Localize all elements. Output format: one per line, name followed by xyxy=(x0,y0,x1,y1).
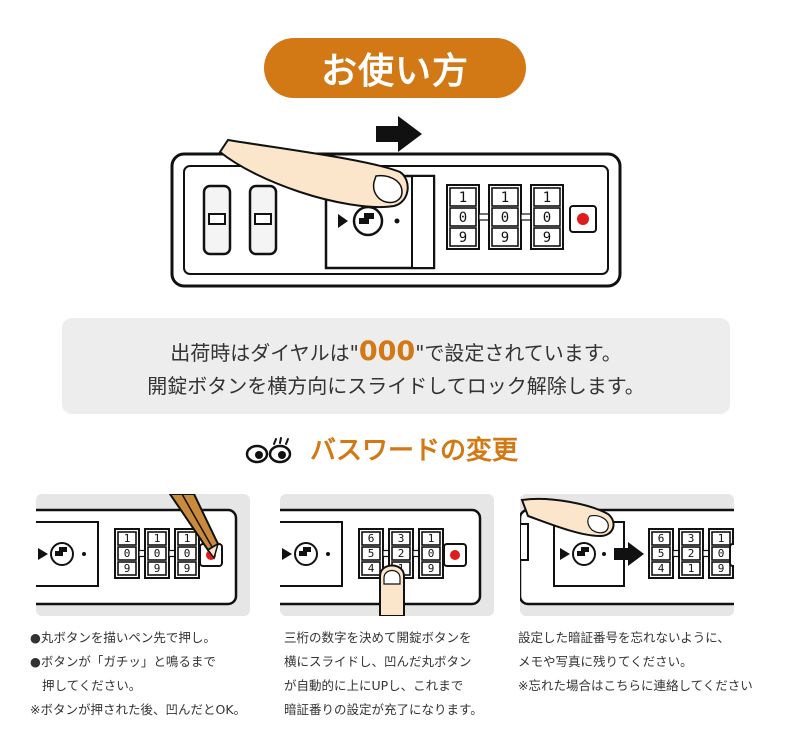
dial-digit: 3 xyxy=(688,532,695,545)
dial-digit: 3 xyxy=(398,532,405,545)
dial-digit: 6 xyxy=(658,532,665,545)
dial-digit: 1 xyxy=(184,532,191,545)
step-2-line-2: 横にスライドし、凹んだ丸ボタン xyxy=(284,654,472,669)
note-line-1: 出荷時はダイヤルは"000"で設定されています。 xyxy=(62,336,730,369)
slide-arrow-icon xyxy=(376,116,422,152)
step-3-illustration: 6 5 4 3 2 1 1 0 9 xyxy=(520,497,734,606)
dial-digit: 0 xyxy=(154,547,161,560)
dial-digit: 1 xyxy=(688,562,695,575)
step-2-line-3: が自動的に上にUPし、これまで xyxy=(284,678,464,693)
dial-digit: 1 xyxy=(718,532,725,545)
step-panel-3: 6 5 4 3 2 1 1 0 9 xyxy=(520,494,734,616)
keyhole-icon xyxy=(352,205,384,237)
step-1-line-1: ●丸ボタンを描いペン先で押し。 xyxy=(30,630,216,645)
dial-digit: 0 xyxy=(718,547,725,560)
combination-wheels: 1 0 9 1 0 9 1 0 9 xyxy=(446,184,564,250)
reset-button xyxy=(569,205,597,233)
page-title-text: お使い方 xyxy=(320,51,469,92)
dial-digit: 4 xyxy=(658,562,665,575)
note-line-2: 開錠ボタンを横方向にスライドしてロック解除します。 xyxy=(147,374,645,398)
dial-digit: 2 xyxy=(398,547,405,560)
dial-digit: 1 xyxy=(501,190,509,206)
dial-digit: 1 xyxy=(543,190,551,206)
slide-arrow-icon xyxy=(614,542,644,566)
main-lock-illustration: 1 0 9 1 0 9 1 0 9 xyxy=(170,116,622,288)
dial-digit: 0 xyxy=(124,547,131,560)
step-3-line-3: ※忘れた場合はこちらに連絡してください xyxy=(518,678,753,693)
dial-digit: 1 xyxy=(428,532,435,545)
step-1-text: ●丸ボタンを描いペン先で押し。 ●ボタンが「ガチッ」と鳴るまで 押してください。… xyxy=(30,626,276,722)
dial-digit: 5 xyxy=(658,547,665,560)
dial-digit: 5 xyxy=(368,547,375,560)
step-1-line-3: 押してください。 xyxy=(42,678,142,693)
step-2-line-1: 三桁の数字を決めて開錠ボタンを xyxy=(284,630,472,645)
lock-hinge-left xyxy=(202,184,232,256)
step-1-line-4: ※ボタンが押された後、凹んだとOK。 xyxy=(30,702,247,717)
finger-illustration xyxy=(218,138,409,209)
dial-digit: 9 xyxy=(543,230,551,246)
dial-digit: 0 xyxy=(428,547,435,560)
pen-icon xyxy=(168,494,220,560)
page-title: お使い方 xyxy=(264,38,526,98)
step-3-line-2: メモや写真に残りてください。 xyxy=(518,654,693,669)
eyes-icon xyxy=(245,437,292,464)
dial-digit: 9 xyxy=(718,562,725,575)
dial-digit: 6 xyxy=(368,532,375,545)
default-code: 000 xyxy=(358,336,416,367)
step-panel-1: 1 0 9 1 0 9 1 0 9 xyxy=(36,494,250,616)
dial-digit: 1 xyxy=(154,532,161,545)
step-2-line-4: 暗証番りの設定が充了になります。 xyxy=(284,702,483,717)
dial-digit: 9 xyxy=(124,562,131,575)
step-3-line-1: 設定した暗証番号を忘れないように、 xyxy=(518,630,730,645)
dial-digit: 0 xyxy=(501,210,509,226)
step-1-line-2: ●ボタンが「ガチッ」と鳴るまで xyxy=(30,654,216,669)
step-2-text: 三桁の数字を決めて開錠ボタンを 横にスライドし、凹んだ丸ボタン が自動的に上にU… xyxy=(284,626,504,722)
dial-digit: 0 xyxy=(543,210,551,226)
dial-digit: 1 xyxy=(459,190,467,206)
note-box xyxy=(62,318,730,414)
dial-digit: 4 xyxy=(368,562,375,575)
dial-digit: 0 xyxy=(184,547,191,560)
dial-digit: 9 xyxy=(154,562,161,575)
note-line-1-post: "で設定されています。 xyxy=(415,341,622,365)
dial-digit: 9 xyxy=(501,230,509,246)
dial-digit: 0 xyxy=(459,210,467,226)
lock-hinge-right xyxy=(248,184,278,256)
dial-digit: 1 xyxy=(124,532,131,545)
note-line-1-pre: 出荷時はダイヤルは" xyxy=(170,341,359,365)
section-title: バスワードの変更 xyxy=(310,436,519,466)
dial-digit: 9 xyxy=(428,562,435,575)
dial-digit: 9 xyxy=(184,562,191,575)
dial-digit: 2 xyxy=(688,547,695,560)
step-3-text: 設定した暗証番号を忘れないように、 メモや写真に残りてください。 ※忘れた場合は… xyxy=(518,626,786,698)
step-1-illustration: 1 0 9 1 0 9 1 0 9 xyxy=(36,494,238,606)
dial-digit: 9 xyxy=(459,230,467,246)
